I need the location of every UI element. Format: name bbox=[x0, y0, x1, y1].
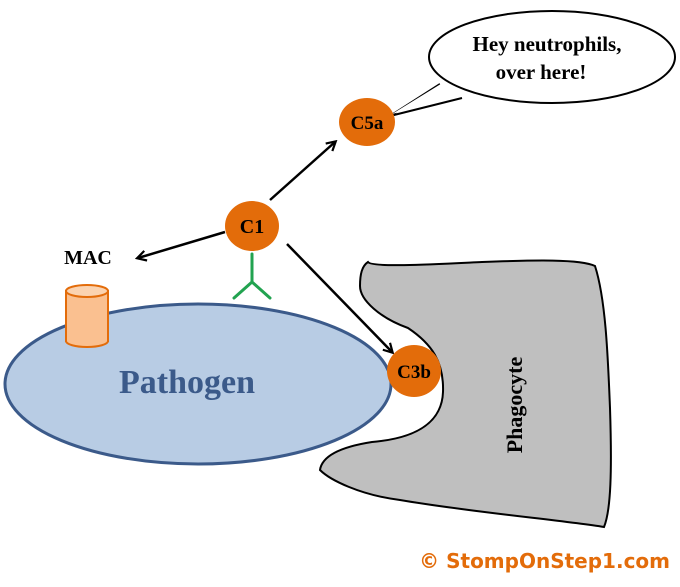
speech-bubble-line1: Hey neutrophils, bbox=[473, 32, 622, 56]
c5a-label: C5a bbox=[351, 113, 384, 134]
copyright-text: © StompOnStep1.com bbox=[419, 549, 670, 573]
arrow-c1-to-c5a bbox=[269, 142, 335, 201]
c3b-label: C3b bbox=[397, 362, 431, 383]
mac-cylinder-icon bbox=[65, 284, 109, 348]
c1-label: C1 bbox=[240, 216, 264, 238]
c5a-node bbox=[339, 98, 395, 146]
c3b-node bbox=[387, 345, 441, 397]
phagocyte-label: Phagocyte bbox=[502, 357, 527, 454]
phagocyte-cell bbox=[318, 259, 612, 529]
antibody-icon bbox=[232, 252, 272, 300]
speech-bubble-line2: over here! bbox=[496, 60, 587, 84]
arrow-c1-to-c3b bbox=[286, 243, 392, 352]
mac-label: MAC bbox=[64, 247, 112, 269]
c1-node bbox=[225, 201, 279, 251]
pathogen-label: Pathogen bbox=[119, 364, 255, 401]
speech-bubble bbox=[389, 10, 676, 117]
arrow-c1-to-mac bbox=[138, 230, 226, 258]
